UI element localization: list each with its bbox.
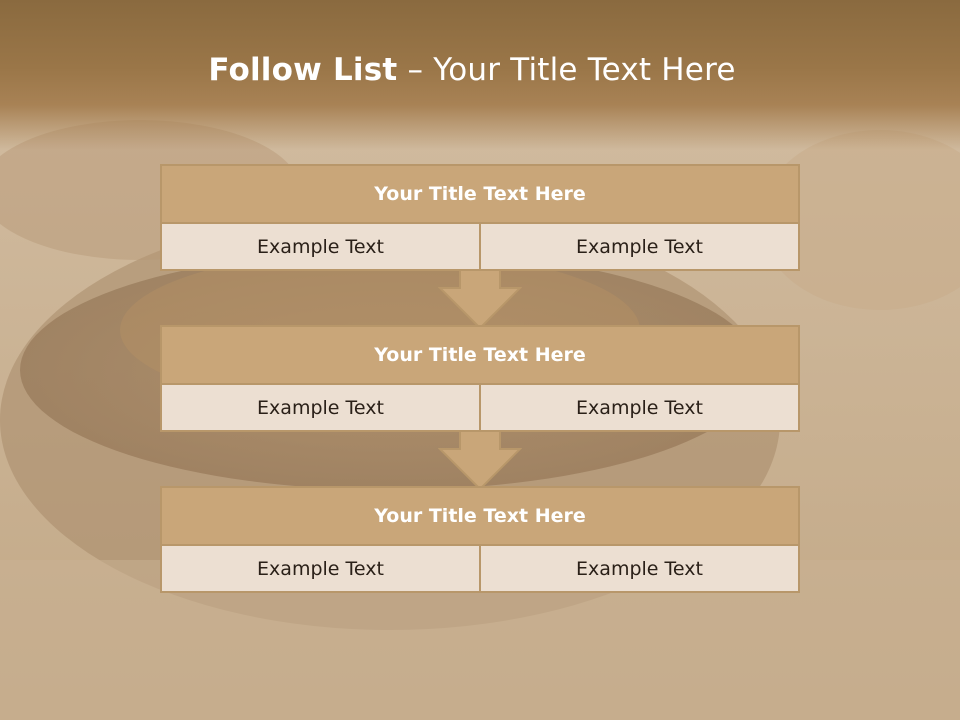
header-band xyxy=(0,0,960,150)
list-block-1: Your Title Text Here Example Text Exampl… xyxy=(160,164,800,271)
list-block-3: Your Title Text Here Example Text Exampl… xyxy=(160,486,800,593)
block-row: Example Text Example Text xyxy=(162,546,798,591)
list-block-2: Your Title Text Here Example Text Exampl… xyxy=(160,325,800,432)
block-cell-left: Example Text xyxy=(162,546,479,591)
slide-title: Follow List – Your Title Text Here xyxy=(0,52,944,88)
block-title: Your Title Text Here xyxy=(162,327,798,385)
down-arrow-icon xyxy=(438,270,522,330)
block-cell-right: Example Text xyxy=(479,385,798,430)
block-title: Your Title Text Here xyxy=(162,166,798,224)
block-cell-right: Example Text xyxy=(479,224,798,269)
slide-title-bold: Follow List xyxy=(208,52,398,88)
block-row: Example Text Example Text xyxy=(162,224,798,269)
block-title: Your Title Text Here xyxy=(162,488,798,546)
block-cell-left: Example Text xyxy=(162,224,479,269)
block-cell-right: Example Text xyxy=(479,546,798,591)
block-row: Example Text Example Text xyxy=(162,385,798,430)
down-arrow-icon xyxy=(438,431,522,491)
block-cell-left: Example Text xyxy=(162,385,479,430)
slide-title-rest: – Your Title Text Here xyxy=(397,52,736,88)
